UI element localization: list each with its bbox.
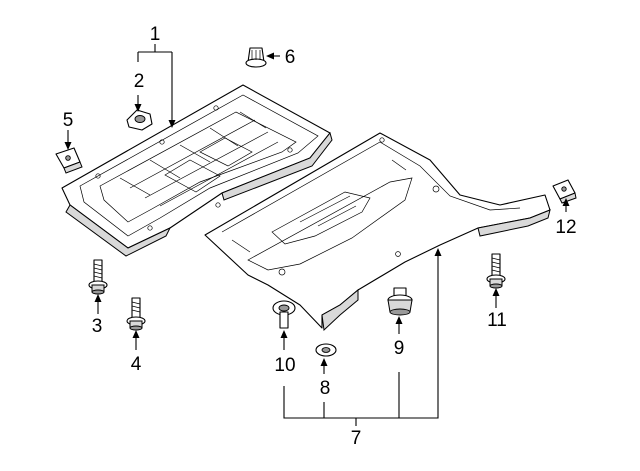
bolt-4 [126, 297, 146, 331]
callout-12: 12 [555, 217, 576, 238]
callout-10: 10 [274, 355, 295, 376]
callout-8: 8 [320, 378, 331, 399]
leader-lines [64, 44, 570, 426]
clip-nut-2 [126, 109, 153, 131]
callout-2: 2 [134, 71, 145, 92]
callout-7: 7 [351, 428, 362, 449]
callout-3: 3 [92, 316, 103, 337]
callout-1: 1 [150, 24, 161, 45]
bracket-12 [552, 179, 577, 204]
rear-skid-plate [204, 132, 551, 332]
callout-6: 6 [285, 47, 296, 68]
plug-9 [387, 287, 413, 316]
push-pin-10 [272, 300, 296, 329]
grommet-8 [315, 343, 337, 357]
bracket-5 [55, 147, 83, 174]
callout-9: 9 [394, 338, 405, 359]
front-splash-shield [61, 84, 333, 257]
bolt-3 [88, 259, 108, 295]
push-clip-6 [245, 47, 267, 68]
callout-4: 4 [131, 354, 142, 375]
callout-11: 11 [487, 310, 507, 331]
bolt-11 [486, 253, 506, 289]
callout-5: 5 [63, 110, 74, 131]
callout-labels: 1 2 3 4 5 6 7 8 9 10 11 12 [63, 24, 577, 449]
